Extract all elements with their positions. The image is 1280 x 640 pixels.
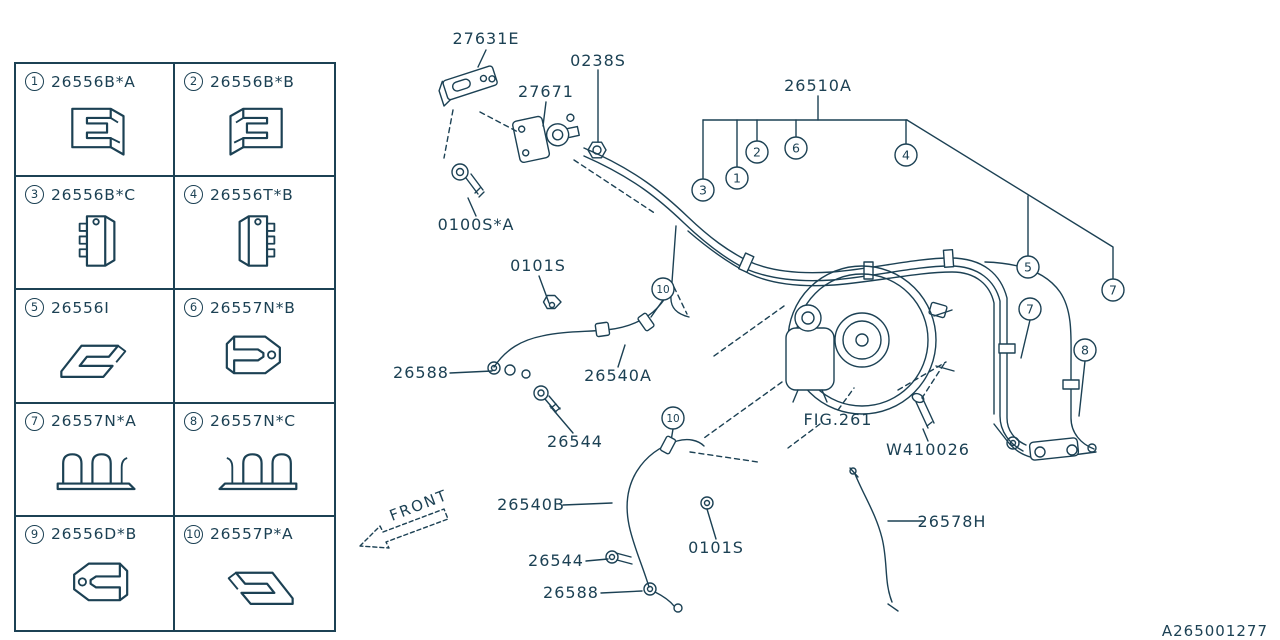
svg-text:3: 3 <box>699 183 707 198</box>
legend-number-badge: 3 <box>25 185 44 205</box>
clip-illustration <box>45 209 149 273</box>
legend-number-badge: 10 <box>184 524 203 544</box>
label-banjo-bolt-lower: 0101S <box>688 538 744 557</box>
label-bolt-upper: 26544 <box>547 432 603 451</box>
drawing-number: A265001277 <box>1162 622 1268 640</box>
legend-item-5: 5 26556I <box>16 290 175 404</box>
label-pipe-assembly: 26510A <box>784 76 852 95</box>
label-hose-fitting-upper: 26588 <box>393 363 449 382</box>
balloon-4: 4 <box>894 143 918 167</box>
rear-hose-drawing <box>849 467 899 612</box>
label-banjo-bolt-upper: 0101S <box>510 256 566 275</box>
legend-item-3: 3 26556B*C <box>16 177 175 291</box>
svg-text:7: 7 <box>1109 283 1117 298</box>
leader-lines <box>449 49 929 594</box>
balloon-10-lower: 10 <box>661 406 685 430</box>
legend-part-number: 26556B*C <box>51 185 136 204</box>
legend-number-badge: 8 <box>184 411 203 431</box>
diagram-linework <box>359 49 1114 613</box>
legend-item-6: 6 26557N*B <box>175 290 334 404</box>
label-screw: W410026 <box>886 440 970 459</box>
clip-illustration <box>45 549 149 613</box>
label-hose-fitting-lower: 26588 <box>543 583 599 602</box>
balloon-5: 5 <box>1016 255 1040 279</box>
balloon-3: 3 <box>691 178 715 202</box>
clip-illustration <box>205 549 309 613</box>
bolt-top-drawing <box>451 163 485 198</box>
front-arrow <box>359 508 449 549</box>
callout-balloons: 2 6 4 3 1 10 5 7 7 8 10 <box>651 136 1125 430</box>
legend-part-number: 26556T*B <box>210 185 294 204</box>
legend-part-number: 26556D*B <box>51 525 138 544</box>
svg-text:1: 1 <box>733 171 741 186</box>
label-bolt-lower: 26544 <box>528 551 584 570</box>
legend-number-badge: 7 <box>25 411 44 431</box>
clip-illustration <box>45 322 149 386</box>
label-hose-rear: 26578H <box>918 512 987 531</box>
pipe-end-bracket-drawing <box>993 423 1097 461</box>
clip-legend-table: 1 26556B*A 2 26556B*B 3 26556B*C 4 26556… <box>14 62 336 632</box>
legend-number-badge: 1 <box>25 72 44 91</box>
legend-number-badge: 6 <box>184 298 203 318</box>
clip-illustration <box>45 96 149 160</box>
legend-item-2: 2 26556B*B <box>175 64 334 178</box>
clip-illustration <box>205 209 309 273</box>
balloon-7-mid: 7 <box>1018 297 1042 321</box>
balloon-1: 1 <box>725 166 749 190</box>
screw-drawing <box>911 392 935 429</box>
legend-number-badge: 9 <box>25 524 44 544</box>
clip-illustration <box>205 96 309 160</box>
label-bracket-top: 27631E <box>452 29 519 48</box>
clip-illustration <box>205 322 309 386</box>
pipe-assembly-bracket <box>650 95 1114 442</box>
legend-part-number: 26556B*A <box>51 72 136 91</box>
nut-drawing <box>587 141 607 159</box>
balloon-7-right: 7 <box>1101 278 1125 302</box>
front-hose-lower-drawing <box>626 435 714 613</box>
label-hose-lower: 26540B <box>497 495 565 514</box>
clip-illustration <box>205 436 309 500</box>
svg-text:8: 8 <box>1081 343 1089 358</box>
svg-text:5: 5 <box>1024 260 1032 275</box>
svg-text:10: 10 <box>666 413 679 425</box>
legend-item-10: 10 26557P*A <box>175 517 334 630</box>
balloon-2: 2 <box>745 140 769 164</box>
legend-part-number: 26557N*A <box>51 412 137 431</box>
label-valve: 27671 <box>518 82 574 101</box>
valve-drawing <box>512 113 580 164</box>
legend-item-1: 1 26556B*A <box>16 64 175 178</box>
label-figure-ref: FIG.261 <box>804 410 873 429</box>
legend-item-9: 9 26556D*B <box>16 516 175 630</box>
balloon-6: 6 <box>784 136 808 160</box>
legend-item-7: 7 26557N*A <box>16 403 175 517</box>
clip-illustration <box>45 436 149 500</box>
legend-part-number: 26556B*B <box>210 72 295 91</box>
svg-text:7: 7 <box>1026 302 1034 317</box>
legend-number-badge: 5 <box>25 298 44 318</box>
balloon-10-upper: 10 <box>651 277 675 301</box>
legend-part-number: 26556I <box>51 298 110 317</box>
brake-booster-drawing <box>785 265 955 415</box>
label-nut-top: 0238S <box>570 51 626 70</box>
legend-number-badge: 4 <box>184 185 203 205</box>
mount-bracket-drawing <box>438 65 498 107</box>
dashed-reference-lines <box>443 109 947 463</box>
svg-text:2: 2 <box>753 145 761 160</box>
bolt-upper-drawing <box>533 385 561 413</box>
balloon-8: 8 <box>1073 338 1097 362</box>
legend-part-number: 26557N*B <box>210 298 296 317</box>
svg-text:10: 10 <box>656 284 669 296</box>
legend-part-number: 26557P*A <box>210 525 294 544</box>
label-bolt-top: 0100S*A <box>438 215 515 234</box>
legend-item-8: 8 26557N*C <box>175 404 334 517</box>
legend-part-number: 26557N*C <box>210 412 296 431</box>
front-hose-upper-drawing <box>487 284 673 379</box>
legend-item-4: 4 26556T*B <box>175 177 334 291</box>
bolt-lower-drawing <box>605 550 633 565</box>
legend-number-badge: 2 <box>184 72 203 91</box>
svg-text:6: 6 <box>792 141 800 156</box>
label-hose-upper: 26540A <box>584 366 652 385</box>
svg-text:4: 4 <box>902 148 910 163</box>
